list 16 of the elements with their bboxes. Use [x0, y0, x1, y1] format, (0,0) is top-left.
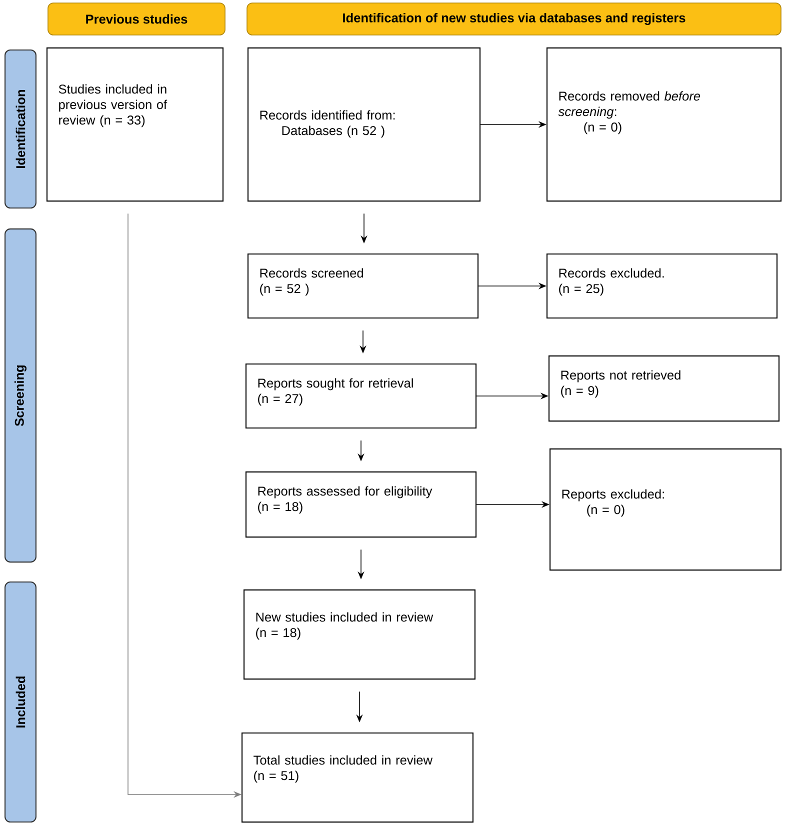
section-header: Previous studies	[48, 2, 226, 36]
process-box: Reports not retrieved (n = 9)	[548, 355, 780, 422]
process-box: Total studies included in review (n = 51)	[242, 732, 474, 823]
process-box: Reports assessed for eligibility (n = 18)	[245, 471, 477, 538]
process-box: Records identified from: Databases (n 52 )	[247, 47, 481, 202]
process-box: New studies included in review (n = 18)	[244, 589, 476, 680]
phase-band: Identification	[4, 49, 36, 209]
process-box: Records excluded. (n = 25)	[546, 253, 778, 319]
section-header: Identification of new studies via databases and registers	[246, 2, 782, 36]
phase-band: Included	[4, 581, 36, 823]
phase-band: Screening	[4, 228, 36, 563]
process-box: Reports sought for retrieval (n = 27)	[245, 363, 477, 429]
process-box: Records removed before screening: (n = 0)	[546, 47, 782, 202]
process-box: Reports excluded: (n = 0)	[550, 448, 782, 571]
process-box: Records screened (n = 52 )	[247, 253, 479, 319]
process-box: Studies included in previous version of review (n = 33)	[46, 47, 224, 202]
